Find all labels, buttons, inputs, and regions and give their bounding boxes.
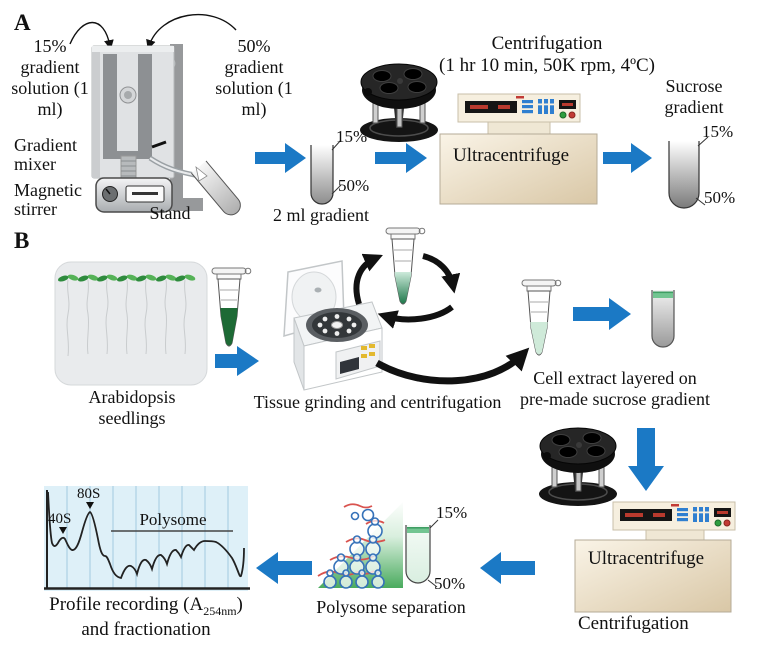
absorbance-trace bbox=[47, 491, 245, 580]
layered-gradient-tube bbox=[651, 290, 675, 348]
rotor-icon-b bbox=[538, 427, 618, 507]
flow-arrow-a1 bbox=[255, 143, 306, 173]
peak-label-40s: 40S bbox=[48, 511, 72, 527]
extract-tube-light bbox=[521, 279, 562, 356]
cell-extract-label: Cell extract layered on pre-made sucrose… bbox=[520, 368, 710, 409]
flow-arrow-left-1 bbox=[480, 552, 535, 584]
flow-arrow-a2 bbox=[375, 143, 427, 173]
extract-tube-dark bbox=[211, 267, 252, 347]
gradient-mixer-illustration bbox=[91, 45, 201, 191]
seedlings bbox=[57, 274, 196, 357]
flow-arrow-a3 bbox=[603, 143, 652, 173]
centrifugation-params: (1 hr 10 min, 50K rpm, 4ºC) bbox=[439, 55, 655, 77]
profile-caption: Profile recording (A254nm) and fractiona… bbox=[49, 594, 243, 640]
ribosomes bbox=[323, 508, 385, 589]
magnetic-stirrer-label: Magnetic stirrer bbox=[14, 180, 82, 219]
label-arrow-15pct bbox=[69, 21, 114, 50]
polysome-separation-graphic bbox=[317, 502, 439, 589]
seedlings-label: Arabidopsis seedlings bbox=[88, 387, 176, 428]
panel-b-label: B bbox=[14, 228, 30, 253]
sucrose-bottom-label: 50% bbox=[704, 188, 736, 207]
centrifugation-title: Centrifugation bbox=[491, 33, 603, 54]
separated-tube bbox=[405, 525, 431, 584]
flow-arrow-b2 bbox=[573, 298, 631, 330]
flow-arrow-left-2 bbox=[256, 552, 312, 584]
gradient-tube-2ml bbox=[310, 139, 342, 205]
sucrose-gradient-tube bbox=[668, 136, 709, 209]
gradient-mixer-label: Gradient mixer bbox=[14, 135, 77, 174]
gradient-tube-top-label: 15% bbox=[336, 127, 368, 146]
grinding-tube bbox=[385, 227, 426, 305]
centrifugation-conditions: Centrifugation (1 hr 10 min, 50K rpm, 4º… bbox=[424, 33, 670, 77]
flow-arrow-b1 bbox=[215, 346, 259, 376]
right-solution-label: 50% gradient solution (1 ml) bbox=[215, 36, 293, 119]
peak-marker-40s bbox=[59, 527, 67, 534]
label-arrow-50pct bbox=[146, 13, 237, 50]
ultracentrifuge-b bbox=[574, 501, 736, 613]
gradient-tube-caption: 2 ml gradient bbox=[273, 205, 369, 225]
peak-marker-80s bbox=[86, 502, 94, 509]
ultracentrifuge-a bbox=[439, 93, 598, 205]
sucrose-top-label: 15% bbox=[702, 122, 734, 141]
magnetic-stirrer-illustration bbox=[95, 177, 173, 213]
ultracentrifuge-label-b: Ultracentrifuge bbox=[588, 548, 705, 569]
gradient-tube-bottom-label: 50% bbox=[338, 176, 370, 195]
separation-caption: Polysome separation bbox=[316, 597, 466, 617]
profile-chart bbox=[44, 486, 250, 591]
left-solution-label: 15% gradient solution (1 ml) bbox=[11, 36, 89, 119]
panel-a-label: A bbox=[14, 10, 31, 35]
centrifugation-label-b: Centrifugation bbox=[578, 613, 689, 634]
sucrose-gradient-label: Sucrose gradient bbox=[664, 76, 724, 117]
polysome-region-label: Polysome bbox=[139, 510, 207, 529]
separation-bottom-label: 50% bbox=[434, 574, 466, 593]
seedling-tray bbox=[54, 261, 208, 386]
drip-funnel bbox=[195, 165, 208, 182]
peak-label-80s: 80S bbox=[77, 486, 101, 502]
ultracentrifuge-label-a: Ultracentrifuge bbox=[453, 145, 570, 166]
separation-top-label: 15% bbox=[436, 503, 468, 522]
cycle-arrows bbox=[353, 253, 530, 385]
grinding-label: Tissue grinding and centrifugation bbox=[253, 392, 502, 412]
benchtop-centrifuge bbox=[283, 260, 383, 391]
flow-arrow-down bbox=[628, 428, 664, 491]
stand-label: Stand bbox=[149, 203, 191, 223]
